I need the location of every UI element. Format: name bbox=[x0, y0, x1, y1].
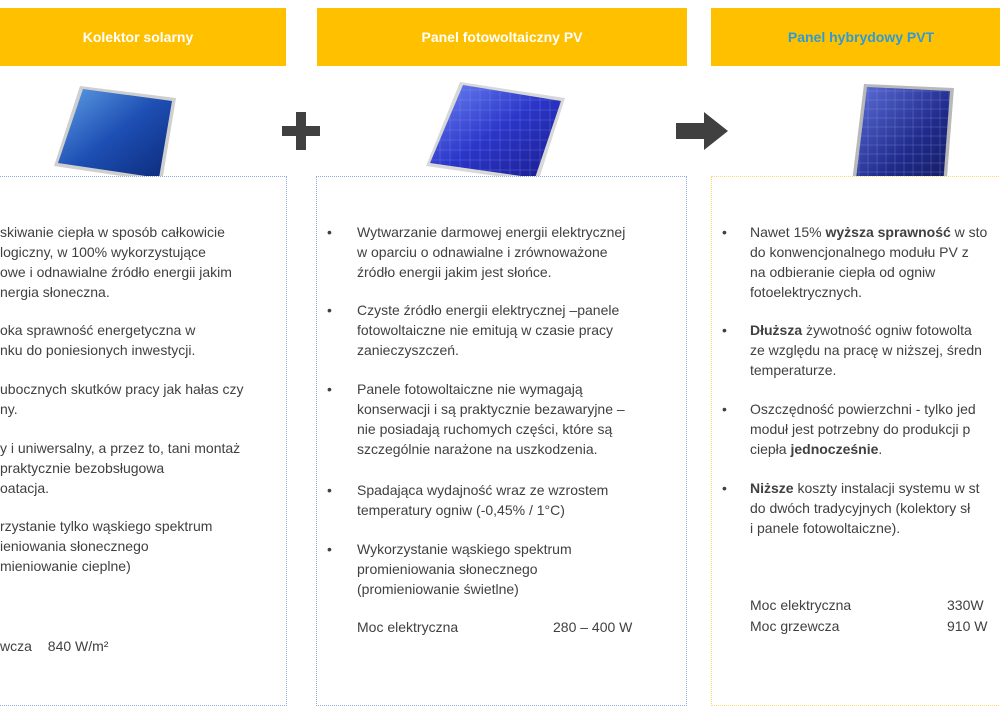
list-item: ubocznych skutków pracy jak hałas czy ny… bbox=[0, 379, 244, 419]
item-line: Dłuższa żywotność ogniw fotowolta bbox=[750, 322, 972, 338]
item-line: ubocznych skutków pracy jak hałas czy bbox=[0, 381, 244, 397]
item-line: Oszczędność powierzchni - tylko jed bbox=[750, 401, 976, 417]
item-line: do dwóch tradycyjnych (kolektory sł bbox=[750, 500, 971, 516]
spec-value: 280 – 400 W bbox=[553, 619, 633, 635]
list-item: • Wykorzystanie wąskiego spektrum promie… bbox=[327, 539, 572, 599]
item-line: nie posiadają ruchomych części, które są bbox=[357, 421, 613, 437]
pv-panel-spec: Moc elektryczna 280 – 400 W bbox=[357, 617, 687, 637]
item-line: rzystanie tylko wąskiego spektrum bbox=[0, 518, 213, 534]
item-line: moduł jest potrzebny do produkcji p bbox=[750, 421, 971, 437]
item-line: zanieczyszczeń. bbox=[357, 342, 459, 358]
header-solar-collector: Kolektor solarny bbox=[0, 8, 286, 66]
spec-label: Moc elektryczna bbox=[357, 619, 459, 635]
item-line: Spadająca wydajność wraz ze wzrostem bbox=[357, 482, 609, 498]
bullet: • bbox=[327, 482, 332, 498]
item-line: owe i odnawialne źródło energii jakim bbox=[0, 264, 232, 280]
spec-value: 840 W/m² bbox=[47, 638, 109, 654]
item-line: ieniowania słonecznego bbox=[0, 538, 149, 554]
item-line: Wytwarzanie darmowej energii elektryczne… bbox=[357, 224, 626, 240]
item-line: promieniowania słonecznego bbox=[357, 561, 538, 577]
item-line: ze względu na pracę w niższej, średn bbox=[750, 342, 982, 358]
header-title: Panel hybrydowy PVT bbox=[787, 29, 935, 45]
spec-value: 910 W bbox=[947, 618, 988, 634]
item-line: konserwacji i są praktycznie bezawaryjne… bbox=[357, 401, 625, 417]
item-line: fotoelektrycznych. bbox=[750, 284, 863, 300]
item-line: szczególnie narażone na uszkodzenia. bbox=[357, 441, 598, 457]
list-item: y i uniwersalny, a przez to, tani montaż… bbox=[0, 438, 240, 498]
item-line: Wykorzystanie wąskiego spektrum bbox=[357, 541, 572, 557]
spec-label: Moc elektryczna bbox=[750, 597, 852, 613]
solar-collector-spec: wcza 840 W/m² bbox=[0, 636, 108, 656]
item-line: nku do poniesionych inwestycji. bbox=[0, 342, 196, 358]
header-title: Kolektor solarny bbox=[82, 29, 194, 45]
list-item: oka sprawność energetyczna w nku do poni… bbox=[0, 320, 195, 360]
plus-icon bbox=[282, 112, 320, 150]
item-line: temperatury ogniw (-0,45% / 1°C) bbox=[357, 502, 565, 518]
item-line: Nawet 15% wyższa sprawność w sto bbox=[750, 224, 988, 240]
spec-row: Moc elektryczna 330W bbox=[750, 595, 1000, 616]
list-item: • Niższe koszty instalacji systemu w st … bbox=[722, 478, 980, 538]
arrow-right-icon bbox=[676, 112, 728, 150]
item-line: fotowoltaiczne nie emitują w czasie prac… bbox=[357, 322, 614, 338]
item-line: na odbieranie ciepła od ogniw bbox=[750, 264, 936, 280]
header-pvt-panel: Panel hybrydowy PVT bbox=[711, 8, 1000, 66]
item-line: temperaturze. bbox=[750, 362, 837, 378]
bullet: • bbox=[327, 541, 332, 557]
list-item: • Dłuższa żywotność ogniw fotowolta ze w… bbox=[722, 320, 982, 380]
list-item: • Wytwarzanie darmowej energii elektrycz… bbox=[327, 222, 625, 282]
item-line: nergia słoneczna. bbox=[0, 284, 110, 300]
item-line: Panele fotowoltaiczne nie wymagają bbox=[357, 381, 583, 397]
item-line: oka sprawność energetyczna w bbox=[0, 322, 196, 338]
item-line: (promieniowanie świetlne) bbox=[357, 581, 519, 597]
list-item: • Czyste źródło energii elektrycznej –pa… bbox=[327, 300, 619, 360]
bullet: • bbox=[722, 224, 727, 240]
bullet: • bbox=[327, 381, 332, 397]
pv-panel-box bbox=[316, 176, 687, 706]
solar-collector-image bbox=[54, 86, 176, 182]
list-item: skiwanie ciepła w sposób całkowicie logi… bbox=[0, 222, 232, 302]
item-line: Niższe koszty instalacji systemu w st bbox=[750, 480, 980, 496]
item-line: mieniowanie cieplne) bbox=[0, 558, 131, 574]
list-item: • Spadająca wydajność wraz ze wzrostem t… bbox=[327, 480, 608, 520]
list-item: • Panele fotowoltaiczne nie wymagają kon… bbox=[327, 379, 625, 459]
item-line: ciepła jednocześnie. bbox=[750, 441, 883, 457]
item-line: oatacja. bbox=[0, 480, 50, 496]
item-line: i panele fotowoltaiczne). bbox=[750, 520, 901, 536]
bullet: • bbox=[327, 302, 332, 318]
item-line: logiczny, w 100% wykorzystujące bbox=[0, 244, 206, 260]
item-line: ny. bbox=[0, 401, 18, 417]
header-pv-panel: Panel fotowoltaiczny PV bbox=[317, 8, 687, 66]
pvt-panel-specs: Moc elektryczna 330W Moc grzewcza 910 W bbox=[750, 595, 1000, 637]
header-title: Panel fotowoltaiczny PV bbox=[421, 29, 583, 45]
pvt-panel-box bbox=[711, 176, 1000, 706]
spec-value: 330W bbox=[947, 597, 984, 613]
list-item: • Oszczędność powierzchni - tylko jed mo… bbox=[722, 399, 976, 459]
bullet: • bbox=[722, 480, 727, 496]
item-line: y i uniwersalny, a przez to, tani montaż bbox=[0, 440, 241, 456]
item-line: skiwanie ciepła w sposób całkowicie bbox=[0, 224, 225, 240]
bullet: • bbox=[327, 224, 332, 240]
spec-label: wcza bbox=[0, 638, 32, 654]
spec-label: Moc grzewcza bbox=[750, 618, 840, 634]
pv-panel-image bbox=[426, 82, 565, 182]
list-item: • Nawet 15% wyższa sprawność w sto do ko… bbox=[722, 222, 987, 302]
spec-row: Moc grzewcza 910 W bbox=[750, 616, 1000, 637]
item-line: do konwencjonalnego modułu PV z bbox=[750, 244, 969, 260]
bullet: • bbox=[722, 401, 727, 417]
item-line: Czyste źródło energii elektrycznej –pane… bbox=[357, 302, 620, 318]
list-item: rzystanie tylko wąskiego spektrum ieniow… bbox=[0, 516, 212, 576]
bullet: • bbox=[722, 322, 727, 338]
item-line: źródło energii jakim jest słońce. bbox=[357, 264, 552, 280]
item-line: w oparciu o odnawialne i zrównoważone bbox=[357, 244, 608, 260]
pvt-panel-image bbox=[852, 84, 954, 190]
solar-collector-box bbox=[0, 176, 287, 706]
item-line: praktycznie bezobsługowa bbox=[0, 460, 165, 476]
